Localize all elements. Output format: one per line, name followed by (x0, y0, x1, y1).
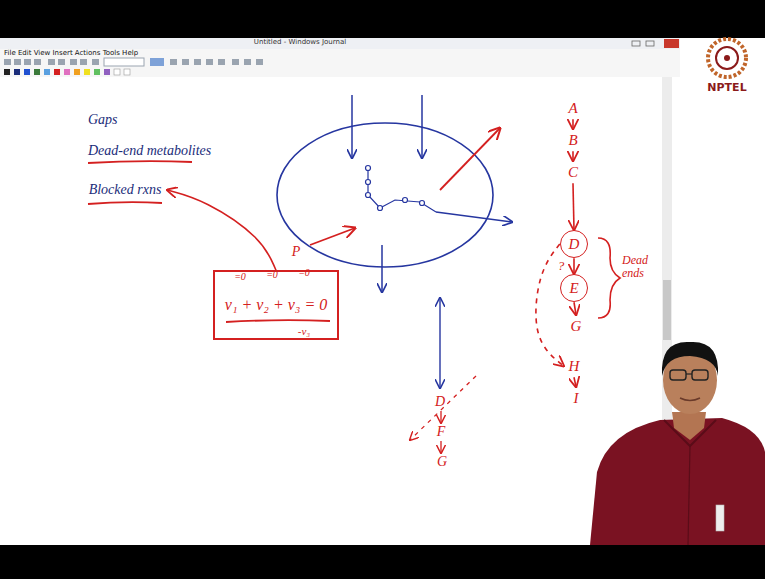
dead-ends-note: Dead ends (622, 254, 662, 280)
window-title: Untitled - Windows Journal (254, 39, 346, 47)
connector-arrow (574, 377, 576, 387)
variable-note: -v₃ (298, 325, 310, 337)
heading-note: Gaps (88, 112, 118, 127)
node-text: H (569, 358, 580, 375)
node-text: Blocked rxns (89, 182, 162, 197)
connector-arrow (573, 183, 574, 230)
menu-bar: File Edit View Insert Actions Tools Help (4, 50, 138, 58)
metabolite-letter: H (564, 355, 585, 378)
heading-note: Dead-end metabolites (88, 143, 211, 158)
node-text: D (569, 236, 580, 253)
metabolite-letter: I (569, 387, 584, 410)
connector-arrow (573, 258, 575, 274)
metabolite-letter: A (563, 97, 582, 120)
connector-arrow (574, 302, 576, 315)
node-text: v₁ + v₂ + v₃ = 0 (225, 296, 327, 314)
metabolite-letter: F (437, 424, 446, 439)
blocked-reactions-note: Blocked rxns (83, 178, 168, 201)
node-text: I (574, 390, 579, 407)
connector-arrow (167, 190, 276, 270)
constraint-box: v₁ + v₂ + v₃ = 0 (213, 270, 339, 340)
node-text: E (569, 280, 578, 297)
metabolite-letter: B (563, 129, 582, 152)
node-text: G (571, 318, 582, 335)
metabolite-letter: G (437, 454, 447, 469)
metabolite-letter: C (563, 161, 583, 184)
node-text: A (568, 100, 577, 117)
node-text: C (568, 164, 578, 181)
connector-arrow (572, 119, 574, 129)
metabolite-letter: G (566, 315, 587, 338)
flux-label: P (292, 244, 301, 259)
connector-arrow (572, 151, 574, 161)
logo-text: NPTEL (707, 82, 746, 94)
node-text: B (568, 132, 577, 149)
metabolite-letter: D (435, 394, 445, 409)
edge-label: ? (557, 259, 566, 273)
